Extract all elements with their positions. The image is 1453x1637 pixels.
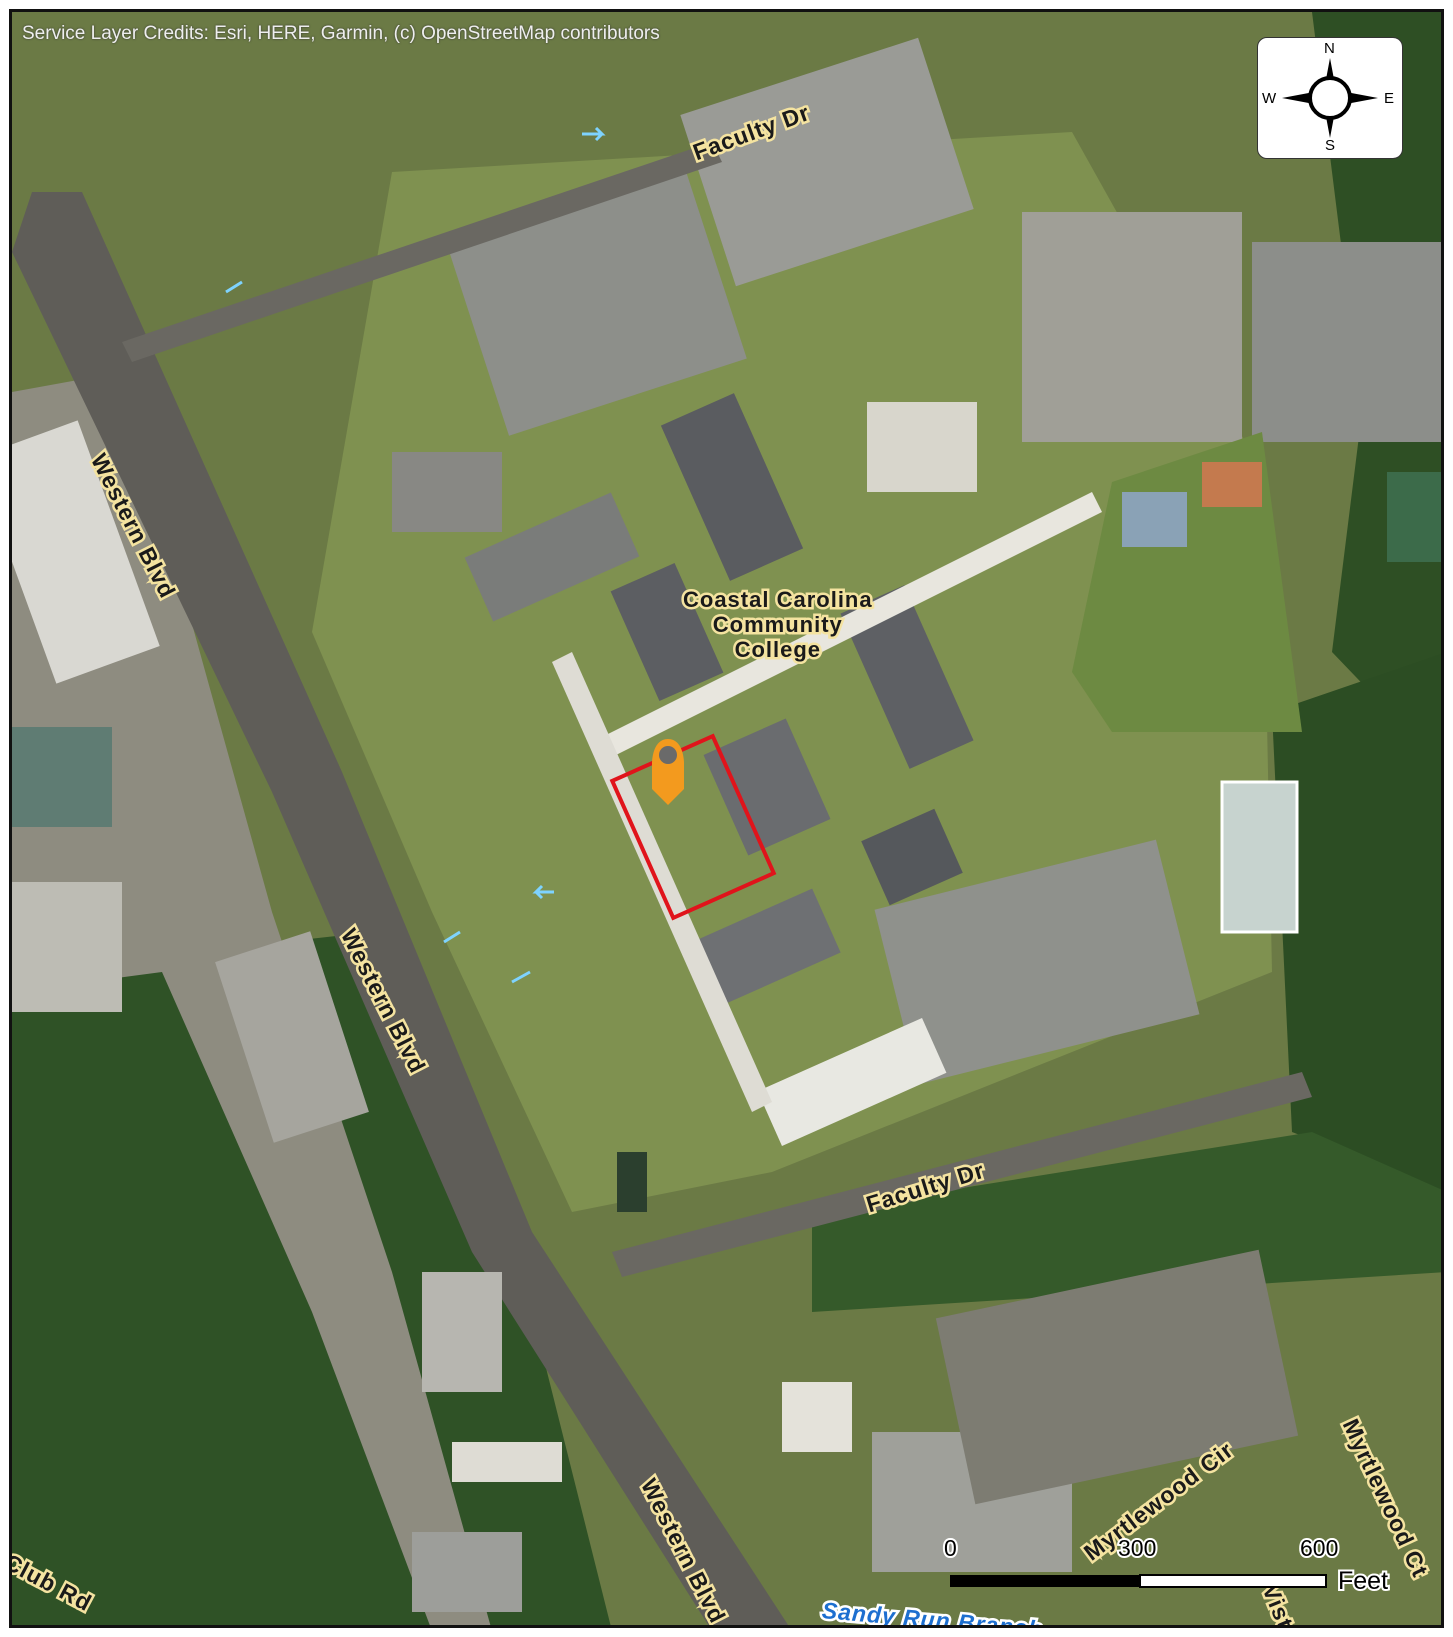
map-pin-icon[interactable] [652,739,684,805]
south-letter: S [1325,137,1336,154]
map-frame: Service Layer Credits: Esri, HERE, Garmi… [9,9,1444,1628]
east-letter: E [1384,90,1395,107]
scale-bar-graphic [950,1574,1327,1588]
north-letter: N [1324,40,1335,57]
college-label-line3: College [732,635,822,665]
flow-arrow-icon [511,970,531,984]
scale-tick-600: 600 [1298,1533,1340,1563]
flow-arrow-icon [582,126,606,142]
scale-bar: 0 300 600 Feet [942,1533,1450,1615]
north-arrow: N S E W [1257,37,1403,159]
flow-arrow-icon [443,930,461,944]
college-label-line2: Community [710,610,844,640]
service-layer-credits: Service Layer Credits: Esri, HERE, Garmi… [22,23,660,44]
flow-arrow-icon [532,884,554,900]
aerial-basemap [12,12,1441,1625]
flow-arrow-icon [225,280,243,294]
place-label-college: Coastal Carolina Community College [681,585,875,665]
compass-rose-icon [1282,58,1378,138]
college-label-line1: Coastal Carolina [681,585,875,615]
scale-tick-300: 300 [1116,1533,1158,1563]
west-letter: W [1262,90,1277,107]
scale-tick-0: 0 [942,1533,959,1563]
scale-unit: Feet [1336,1565,1390,1597]
